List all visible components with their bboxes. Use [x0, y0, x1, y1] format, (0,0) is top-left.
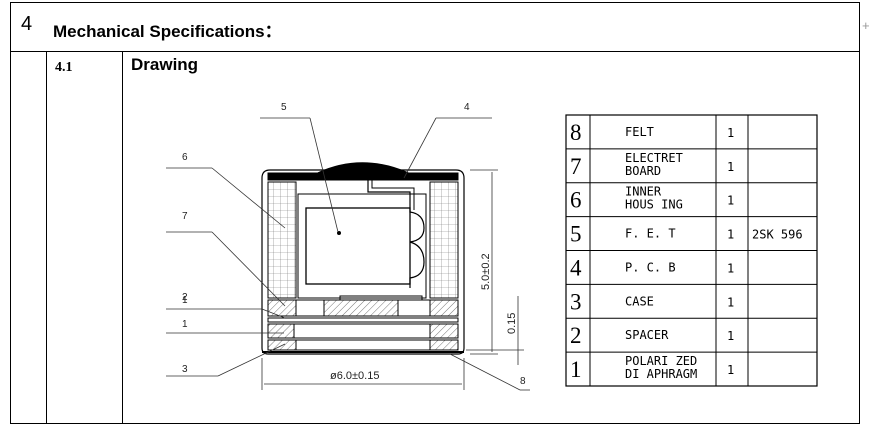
part-qty: 1	[727, 194, 734, 208]
part-qty: 1	[727, 261, 734, 275]
callout-label: 4	[464, 102, 470, 113]
part-qty: 1	[727, 295, 734, 309]
callout-label: 3	[182, 364, 188, 375]
part-name: INNER	[625, 185, 662, 199]
section-title: Mechanical Specifications：	[53, 22, 282, 41]
part-name: ELECTRET	[625, 151, 683, 165]
leader-lines	[166, 117, 530, 391]
add-icon[interactable]: +	[862, 18, 870, 33]
callout-label: 7	[182, 211, 188, 222]
diameter-dimension: ø6.0±0.15	[330, 370, 379, 382]
part-note: 2SK 596	[752, 228, 803, 242]
part-name: SPACER	[625, 328, 669, 342]
section-header: 4 Mechanical Specifications：	[11, 3, 859, 52]
subsection-number: 4.1	[55, 60, 73, 75]
part-qty: 1	[727, 329, 734, 343]
part-number: 5	[570, 222, 582, 247]
spacer-dimension: 0.15	[506, 313, 518, 334]
part-name: CASE	[625, 294, 654, 308]
part-qty: 1	[727, 160, 734, 174]
part-name: F. E. T	[625, 227, 676, 241]
callout-label: 1	[182, 295, 188, 306]
part-number: 6	[570, 188, 582, 213]
column-divider	[122, 51, 123, 423]
spec-table: 4 Mechanical Specifications： 4.1 Drawing	[10, 2, 860, 424]
callout-label: 2	[182, 292, 188, 303]
part-number: 1	[570, 357, 582, 382]
part-name: FELT	[625, 125, 654, 139]
part-qty: 1	[727, 126, 734, 140]
column-divider	[46, 51, 47, 423]
callout-label: 6	[182, 152, 188, 163]
part-name: P. C. B	[625, 260, 676, 274]
part-name: BOARD	[625, 164, 661, 178]
part-number: 3	[570, 289, 582, 314]
callout-label: 1	[182, 319, 188, 330]
part-name: POLARI ZED	[625, 354, 697, 368]
dimension-lines	[261, 169, 524, 390]
part-number: 4	[570, 255, 582, 280]
section-number: 4	[21, 13, 33, 35]
part-name: DI APHRAGM	[625, 367, 697, 381]
part-number: 2	[570, 323, 582, 348]
part-number: 8	[570, 120, 582, 145]
part-number: 7	[570, 154, 582, 179]
callout-label: 5	[281, 102, 287, 113]
subsection-title: Drawing	[131, 55, 199, 74]
height-dimension: 5.0±0.2	[480, 253, 492, 290]
part-qty: 1	[727, 228, 734, 242]
microphone-cross-section	[261, 162, 465, 355]
callout-label: 8	[520, 376, 526, 387]
part-qty: 1	[727, 363, 734, 377]
callout-labels: 1 1 2 3 4 5 6 7 8	[182, 102, 526, 387]
part-name: HOUS ING	[625, 198, 683, 212]
